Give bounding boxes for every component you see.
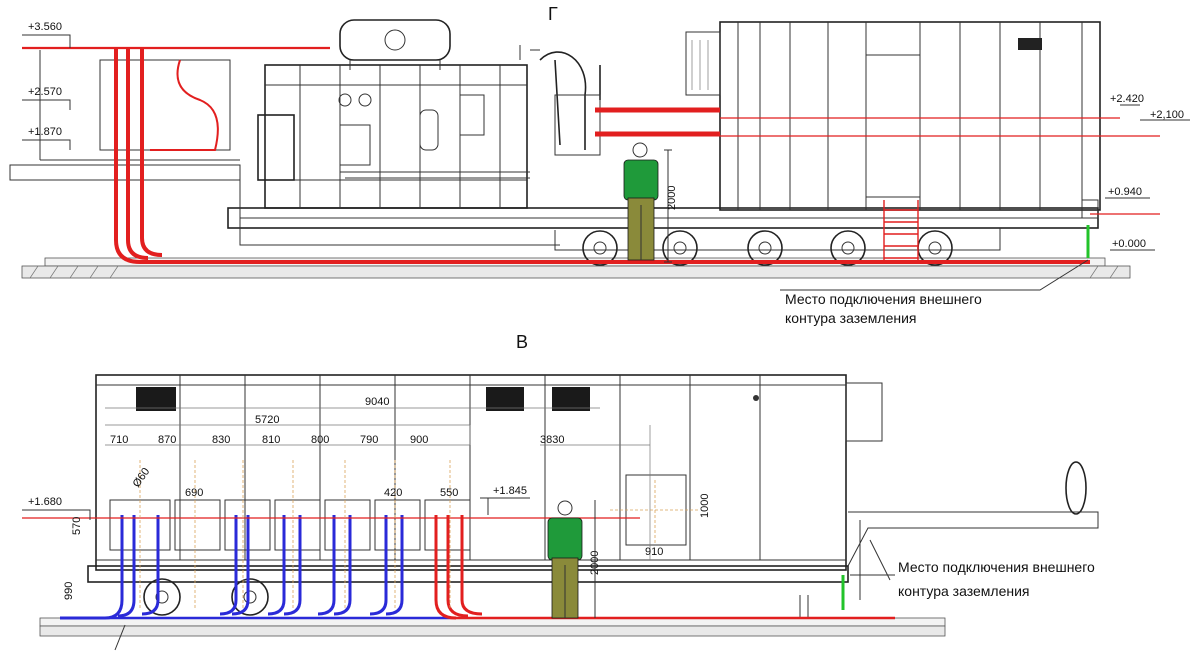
- dim-5720: 5720: [255, 414, 279, 426]
- level-bottom-1680: +1.680: [28, 496, 62, 508]
- level-marks-top: +3.560 +2.570 +1.870 +2.420 +2,100 +0.94…: [22, 21, 1190, 251]
- dim-1000: 1000: [699, 494, 711, 518]
- dim-3830: 3830: [540, 434, 564, 446]
- wheels-top: [582, 230, 953, 266]
- cables-hv-top: [22, 46, 1160, 264]
- level-top-1870: +1.870: [28, 126, 62, 138]
- view-g-title: Г: [548, 4, 558, 24]
- level-top-2570: +2.570: [28, 86, 62, 98]
- container-top: [685, 21, 1101, 219]
- level-top-0000: +0.000: [1112, 238, 1146, 250]
- level-top-3560: +3.560: [28, 21, 62, 33]
- ground-connection-top: Место подключения внешнего контура зазем…: [780, 225, 1090, 326]
- level-top-2420: +2.420: [1110, 93, 1144, 105]
- dim-top-2000: 2000: [666, 186, 678, 210]
- cable-boxes-bottom: [109, 499, 471, 551]
- person-bottom: [547, 500, 596, 619]
- view-v-title: В: [516, 332, 528, 352]
- container-bottom: [95, 374, 883, 571]
- transformer-top: [99, 19, 530, 209]
- dim-570: 570: [71, 517, 83, 535]
- ground-connection-bottom: Место подключения внешнего контура зазем…: [841, 559, 1095, 610]
- dim-pitch-870: 870: [158, 434, 176, 446]
- dimensions-bottom: 9040 5720 3830 710 870 830 810 800 790 9…: [22, 396, 711, 651]
- trailer-bottom: [87, 461, 1099, 618]
- dim-pitch-710: 710: [110, 434, 128, 446]
- dim-990: 990: [63, 582, 75, 600]
- view-v: В: [22, 332, 1099, 651]
- cables-lv-bottom: [60, 515, 450, 620]
- dim-pitch-900: 900: [410, 434, 428, 446]
- trailer-frame-top: [9, 50, 1099, 251]
- dim-420: 420: [384, 487, 402, 499]
- view-g: Г: [9, 4, 1190, 326]
- dim-910: 910: [645, 546, 663, 558]
- dim-pitch-790: 790: [360, 434, 378, 446]
- bushings-side-top: [519, 45, 601, 156]
- level-top-0940: +0.940: [1108, 186, 1142, 198]
- level-bottom-1845: +1.845: [493, 485, 527, 497]
- cables-hv-bottom: [22, 515, 895, 620]
- level-top-2100: +2,100: [1150, 109, 1184, 121]
- ground-note-bottom-line2: контура заземления: [898, 583, 1029, 599]
- person-top: 2000: [623, 142, 678, 263]
- dim-690: 690: [185, 487, 203, 499]
- dim-pitch-830: 830: [212, 434, 230, 446]
- dim-diameter-60: Ø60: [131, 466, 153, 490]
- ground-note-top-line1: Место подключения внешнего: [785, 291, 982, 307]
- dim-9040: 9040: [365, 396, 389, 408]
- dim-550: 550: [440, 487, 458, 499]
- dim-pitch-810: 810: [262, 434, 280, 446]
- ground-note-bottom-line1: Место подключения внешнего: [898, 559, 1095, 575]
- dim-pitch-800: 800: [311, 434, 329, 446]
- ground-note-top-line2: контура заземления: [785, 310, 916, 326]
- ground-strip-bottom: [39, 617, 946, 637]
- ladder-top: [883, 200, 919, 262]
